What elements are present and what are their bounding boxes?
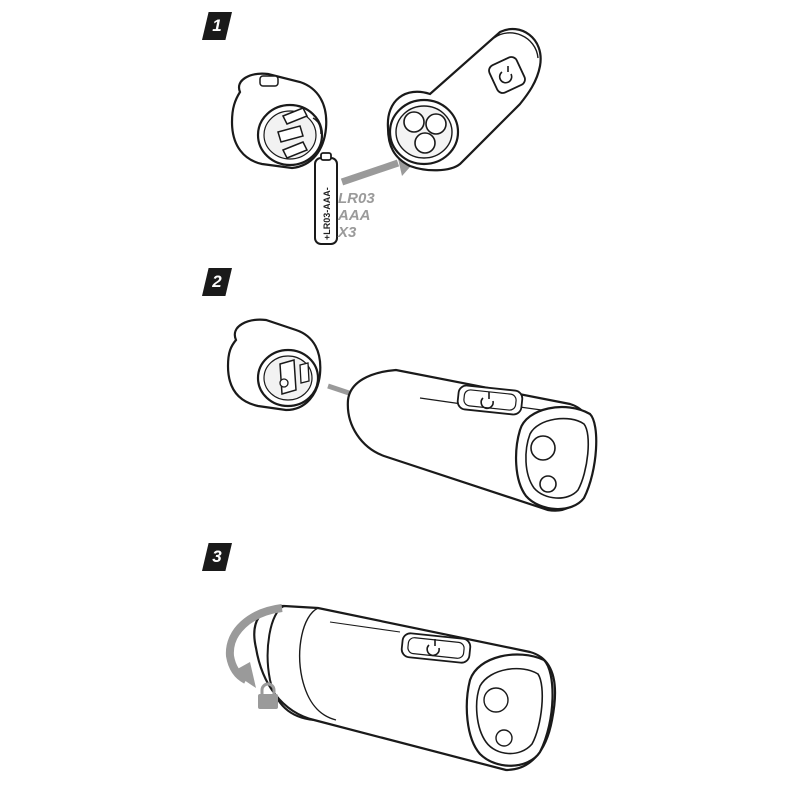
light-body-open bbox=[386, 27, 542, 172]
power-icon bbox=[498, 66, 513, 84]
aaa-battery: +LR03-AAA- bbox=[314, 152, 338, 245]
power-icon bbox=[480, 392, 494, 410]
light-body-step2 bbox=[346, 368, 598, 512]
alignment-guide bbox=[327, 383, 353, 397]
battery-print: +LR03-AAA- bbox=[322, 187, 332, 240]
end-cap-step1 bbox=[230, 72, 328, 170]
battery-type-label-1: LR03 bbox=[338, 190, 375, 207]
battery-type-label-2: AAA bbox=[338, 207, 371, 224]
rotate-arrow-icon bbox=[225, 604, 283, 688]
power-icon bbox=[426, 639, 440, 657]
padlock-icon bbox=[258, 682, 278, 709]
battery-count-label: X3 bbox=[338, 224, 357, 241]
light-body-step3 bbox=[253, 604, 557, 772]
end-cap-step2 bbox=[226, 318, 322, 412]
